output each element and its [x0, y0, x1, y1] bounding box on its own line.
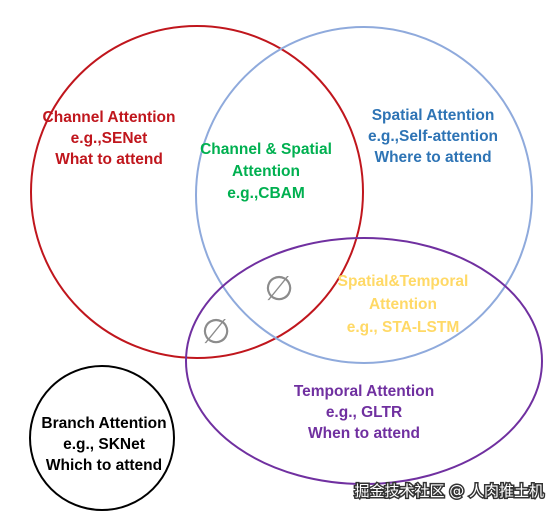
channel-spatial-label: Channel & Spatial Attention e.g.,CBAM	[200, 141, 332, 202]
temporal-attention-ellipse	[185, 237, 543, 485]
branch-attention-circle	[29, 365, 175, 511]
branch-title: Branch Attention	[41, 415, 166, 432]
spatiotemporal-label: Spatial&Temporal Attention e.g., STA-LST…	[338, 273, 469, 336]
spatial-title: Spatial Attention	[372, 107, 495, 124]
spatiotemporal-example: e.g., STA-LSTM	[347, 319, 460, 336]
branch-purpose: Which to attend	[46, 457, 162, 474]
channel-attention-circle	[30, 25, 364, 359]
channel-spatial-title: Channel & Spatial	[200, 141, 332, 158]
empty-set-symbol-upper: ∅	[264, 269, 294, 309]
channel-title: Channel Attention	[43, 109, 176, 126]
spatial-attention-label: Spatial Attention e.g.,Self-attention Wh…	[368, 107, 498, 166]
temporal-example: e.g., GLTR	[326, 404, 402, 421]
empty-set-symbol-lower: ∅	[201, 312, 231, 352]
spatial-attention-circle	[195, 26, 533, 364]
temporal-attention-label: Temporal Attention e.g., GLTR When to at…	[294, 383, 434, 442]
spatial-purpose: Where to attend	[374, 149, 491, 166]
spatiotemporal-title: Spatial&Temporal	[338, 273, 469, 290]
spatial-example: e.g.,Self-attention	[368, 128, 498, 145]
channel-spatial-example: e.g.,CBAM	[227, 185, 305, 202]
temporal-purpose: When to attend	[308, 425, 420, 442]
temporal-title: Temporal Attention	[294, 383, 434, 400]
spatiotemporal-subtitle: Attention	[369, 296, 437, 313]
branch-example: e.g., SKNet	[63, 436, 145, 453]
watermark-text: 掘金技术社区 @ 人肉推土机	[354, 482, 544, 500]
branch-attention-label: Branch Attention e.g., SKNet Which to at…	[41, 415, 166, 474]
channel-spatial-subtitle: Attention	[232, 163, 300, 180]
channel-example: e.g.,SENet	[71, 130, 148, 147]
channel-purpose: What to attend	[55, 151, 163, 168]
channel-attention-label: Channel Attention e.g.,SENet What to att…	[43, 109, 176, 168]
